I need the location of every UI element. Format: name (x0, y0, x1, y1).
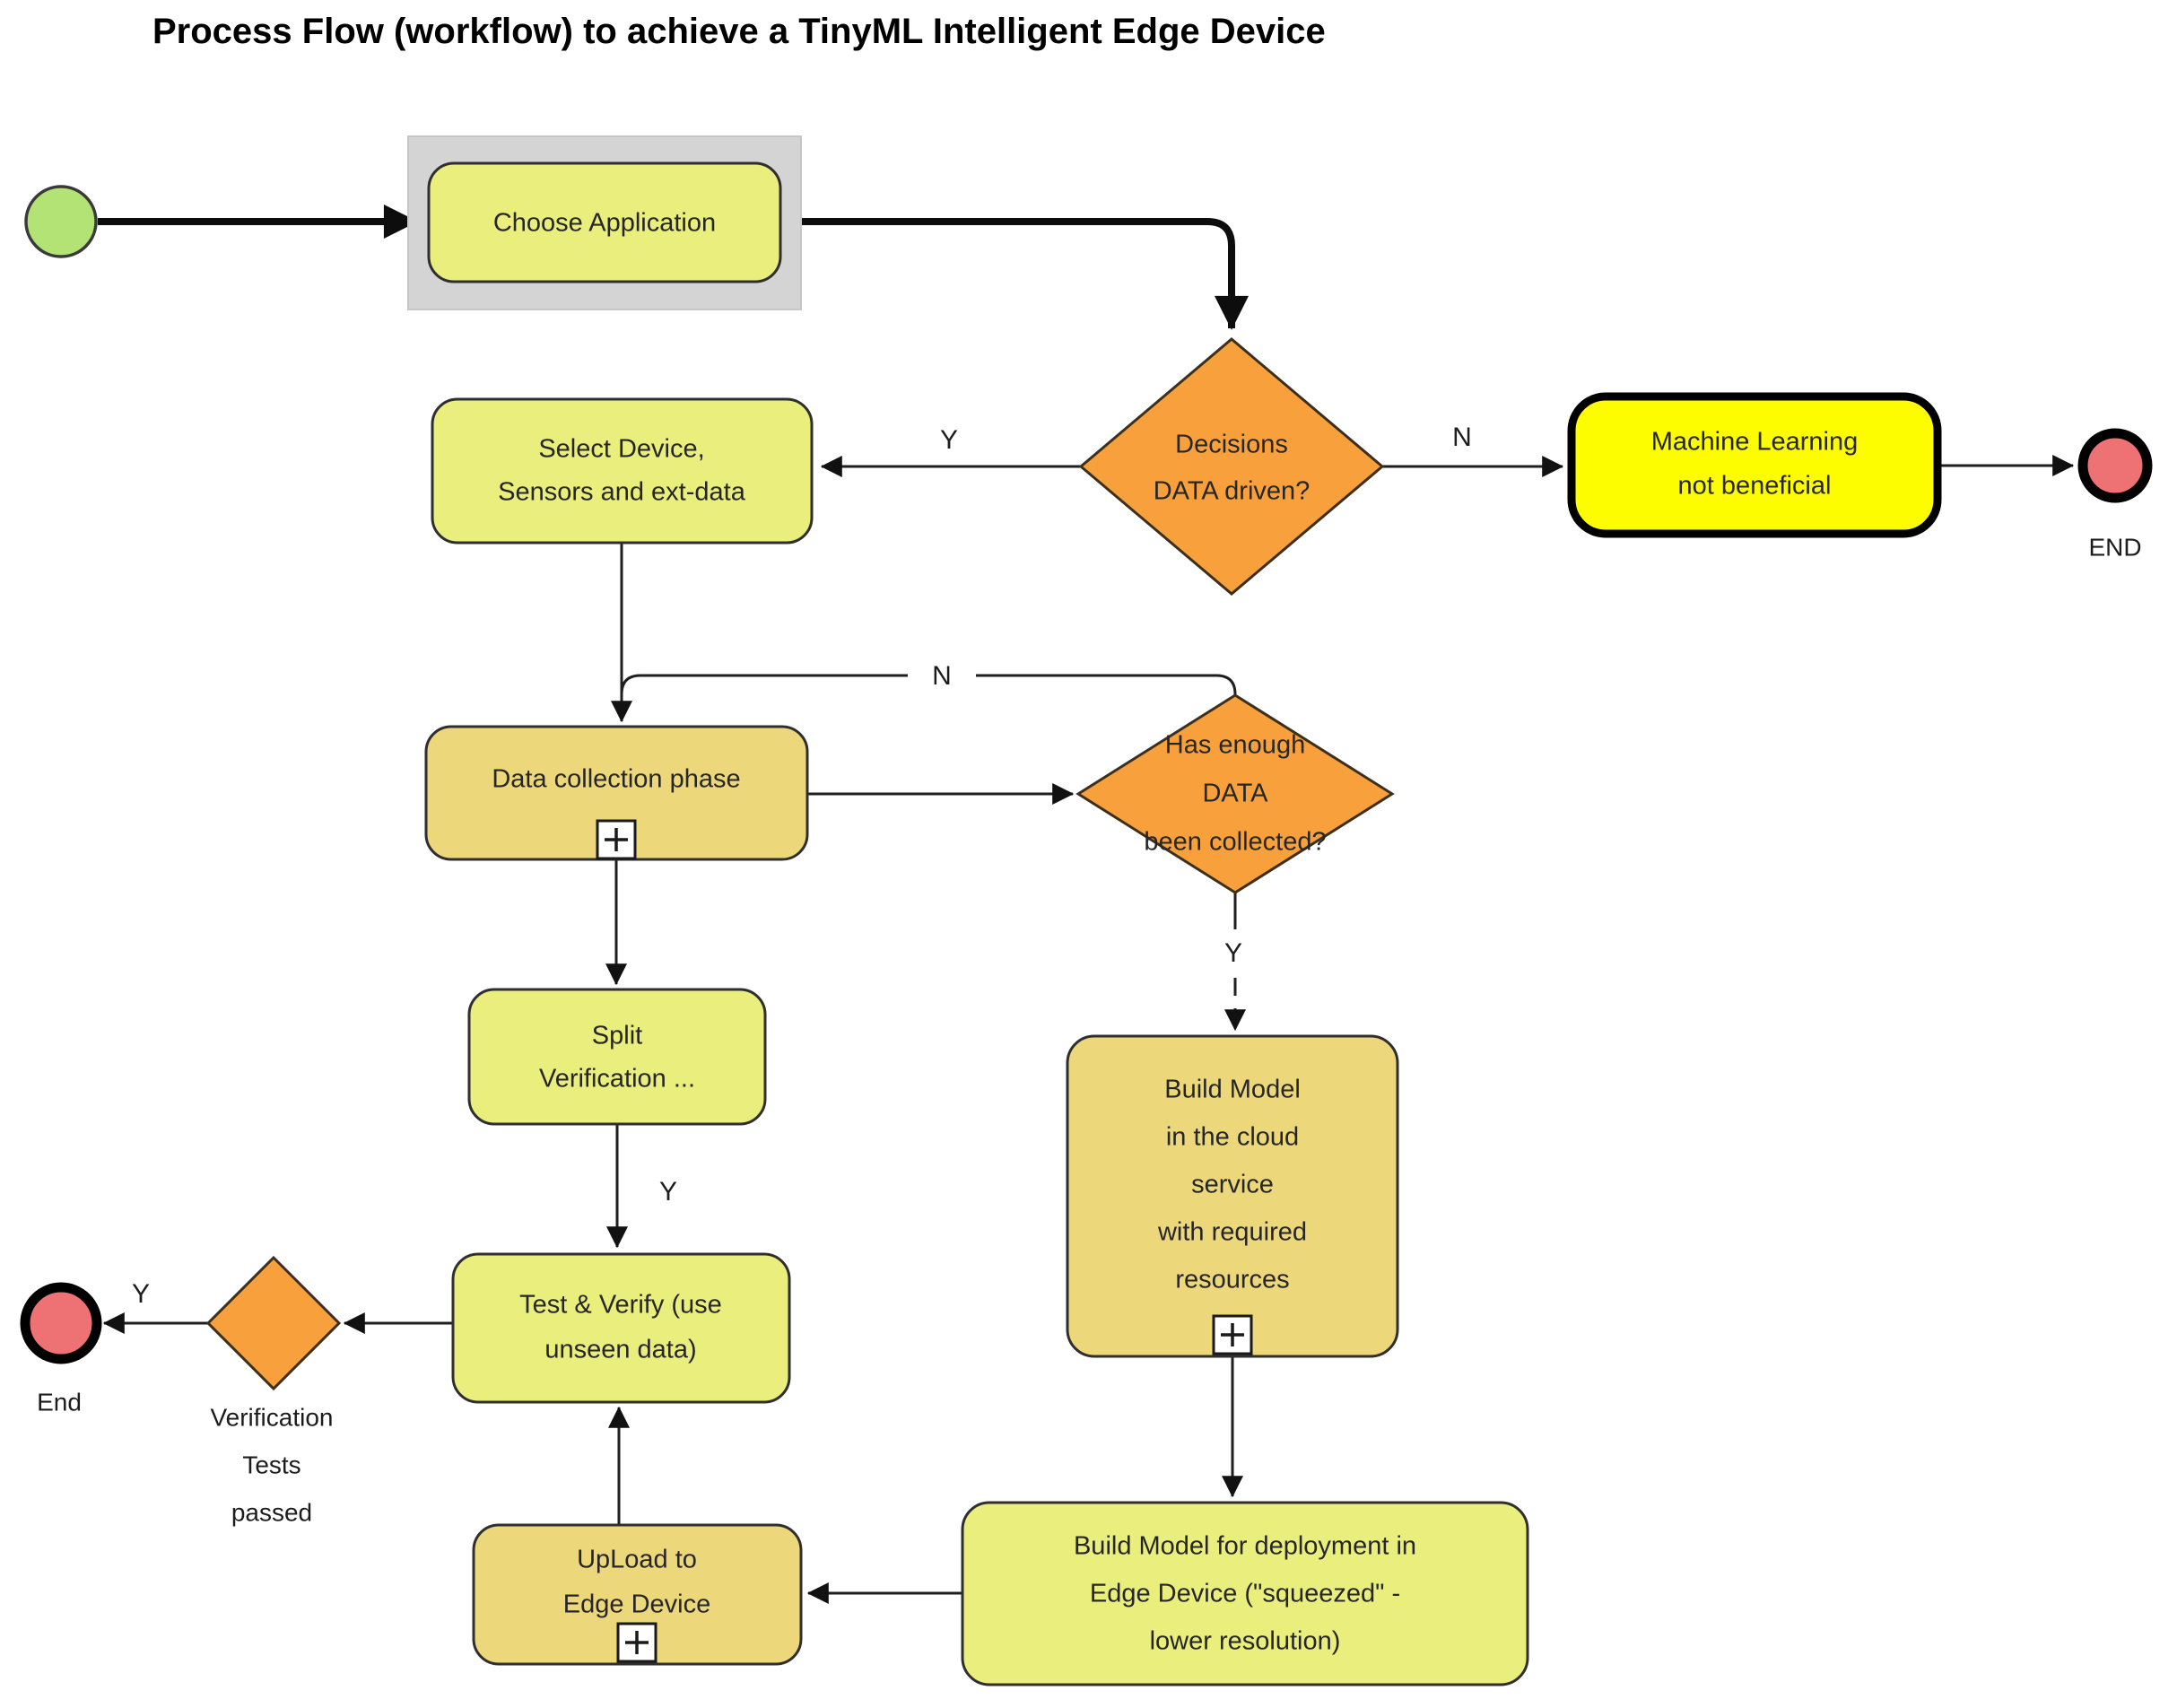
subprocess-upload-label-line1: UpLoad to (577, 1546, 697, 1574)
gateway-verification-tests-passed[interactable] (205, 1255, 342, 1391)
gateway-decisions-data-driven[interactable] (1078, 337, 1385, 596)
gateway-verification-label-line2: Tests (242, 1451, 300, 1478)
gateway-decisions-label-line2: DATA driven? (1154, 477, 1311, 506)
edge-label-verification-yes: Y (132, 1279, 150, 1309)
expand-subprocess-icon[interactable] (616, 1622, 657, 1663)
flow-choose-to-decisions[interactable] (782, 218, 1249, 330)
gateway-has-enough-label-line3: been collected? (1144, 828, 1326, 857)
task-test-verify-label-line1: Test & Verify (use (519, 1291, 722, 1320)
edge-label-split-yes: Y (659, 1177, 677, 1207)
edge-label-decisions-no: N (1452, 423, 1472, 452)
subprocess-upload-label-line2: Edge Device (563, 1590, 710, 1619)
edge-label-hasenough-yes: Y (1224, 938, 1242, 968)
end-event-top-label: END (2088, 533, 2141, 561)
plus-icon (1221, 1323, 1244, 1346)
subprocess-cloud-label-line5: resources (1175, 1266, 1289, 1294)
edge-label-loop-no: N (932, 661, 952, 691)
task-select-device[interactable] (431, 397, 814, 545)
task-deployment-label-line2: Edge Device ("squeezed" - (1090, 1580, 1400, 1608)
expand-subprocess-icon[interactable] (1212, 1314, 1253, 1355)
task-select-device-label-line2: Sensors and ext-data (498, 478, 746, 507)
expand-subprocess-icon[interactable] (596, 819, 637, 860)
task-choose-application-label: Choose Application (493, 209, 716, 238)
task-split-verification-label-line1: Split (592, 1022, 642, 1050)
task-build-model-deployment[interactable] (961, 1501, 1529, 1686)
task-deployment-label-line1: Build Model for deployment in (1074, 1532, 1416, 1561)
task-test-verify-label-line2: unseen data) (544, 1336, 696, 1364)
end-event-top[interactable] (2077, 428, 2153, 503)
task-test-verify[interactable] (451, 1252, 791, 1404)
task-split-verification-label-line2: Verification ... (539, 1065, 695, 1094)
subprocess-build-model-cloud[interactable] (1066, 1034, 1399, 1358)
edge-label-backing (908, 656, 976, 695)
end-event-bottom[interactable] (20, 1282, 102, 1364)
task-split-verification[interactable] (467, 988, 767, 1126)
gateway-verification-label-line3: passed (231, 1498, 312, 1526)
gateway-has-enough-label-line1: Has enough (1165, 731, 1305, 760)
task-deployment-label-line3: lower resolution) (1150, 1627, 1341, 1656)
task-select-device-label-line1: Select Device, (538, 435, 704, 464)
subprocess-cloud-label-line2: in the cloud (1166, 1123, 1299, 1152)
plus-icon (625, 1631, 649, 1654)
task-choose-application[interactable] (427, 161, 782, 283)
subprocess-data-collection-label: Data collection phase (492, 765, 740, 794)
subprocess-cloud-label-line4: with required (1157, 1218, 1307, 1247)
subprocess-cloud-label-line1: Build Model (1164, 1076, 1301, 1104)
start-event[interactable] (24, 185, 98, 258)
subprocess-cloud-label-line3: service (1191, 1171, 1274, 1199)
expand-subprocess-box[interactable] (616, 1622, 657, 1663)
gateway-decisions-label-line1: Decisions (1175, 431, 1288, 459)
gateway-verification-label-line1: Verification (211, 1403, 334, 1431)
plus-icon (605, 828, 628, 851)
task-ml-not-beneficial-label-line1: Machine Learning (1651, 428, 1859, 457)
task-ml-not-beneficial[interactable] (1567, 392, 1942, 538)
edge-label-decisions-yes: Y (940, 425, 958, 455)
gateway-has-enough-label-line2: DATA (1202, 780, 1268, 808)
page-title: Process Flow (workflow) to achieve a Tin… (152, 12, 1326, 51)
flow-hasenough-no-loop[interactable] (620, 674, 1237, 695)
end-event-bottom-label: End (37, 1388, 82, 1416)
task-ml-not-beneficial-label-line2: not beneficial (1678, 472, 1832, 501)
subprocess-upload-edge-device[interactable] (472, 1523, 803, 1666)
gateway-has-enough-data[interactable] (1075, 693, 1395, 894)
